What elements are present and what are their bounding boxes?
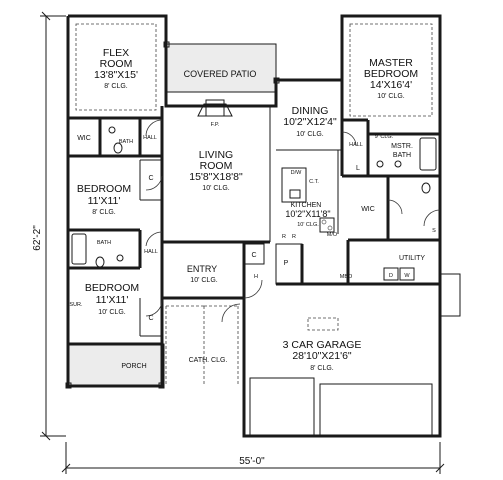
bedroom3-name: BEDROOM [85, 282, 139, 294]
master-clg: 10' CLG. [377, 93, 404, 100]
mbo-label: MBO [340, 274, 353, 280]
mw-label: M/O [327, 232, 338, 238]
wic-label-1: WIC [77, 135, 91, 142]
hall-label-1: HALL [143, 135, 157, 141]
master-name2: BEDROOM [364, 68, 418, 80]
washer-label: W [404, 273, 410, 279]
bedroom2-size: 11'X11' [88, 195, 121, 207]
flex-room-name2: ROOM [100, 58, 133, 70]
garage-name: 3 CAR GARAGE [283, 339, 362, 351]
dryer-label: D [389, 273, 393, 279]
porch-slab [67, 343, 165, 387]
mstr-bath-clg: 9' CLG. [375, 134, 394, 140]
fixtures [71, 126, 437, 268]
dining-size: 10'2"X12'4" [283, 116, 337, 128]
bedroom3-size: 11'X11' [96, 294, 129, 306]
depth-dimension: 62'-2" [32, 225, 43, 251]
flex-room-size: 13'8"X15' [94, 69, 138, 81]
living-name2: ROOM [200, 160, 233, 172]
ref-label-2: R [292, 234, 296, 240]
entry-name: ENTRY [187, 264, 217, 274]
hall-label-3: HALL [349, 142, 363, 148]
dining-clg: 10' CLG. [296, 131, 323, 138]
coat-closet-label: C [251, 252, 256, 259]
mstr-bath-name2: BATH [393, 152, 411, 159]
closet-label: C [148, 175, 153, 182]
bedroom2-clg: 8' CLG. [92, 209, 116, 216]
bath-label-1: BATH [119, 139, 133, 145]
width-dimension: 55'-0" [239, 456, 265, 467]
garage-size: 28'10"X21'6" [292, 350, 352, 362]
linen-label: L [356, 165, 360, 172]
kitchen-name: KITCHEN [291, 202, 322, 209]
patio-name: COVERED PATIO [184, 69, 257, 79]
ct-label: C.T. [309, 179, 319, 185]
wic-label-2: WIC [361, 206, 375, 213]
kitchen-clg: 10' CLG. [297, 222, 319, 228]
hall-label-2: HALL [144, 249, 158, 255]
fp-label: F.P. [211, 122, 220, 128]
garage-clg: 8' CLG. [310, 365, 334, 372]
bedroom3-clg: 10' CLG. [98, 309, 125, 316]
door-swings [145, 119, 441, 323]
bath-label-2: BATH [97, 240, 111, 246]
entry-clg: 10' CLG. [190, 277, 217, 284]
ref-label: R [282, 234, 286, 240]
closet-label-3: C [148, 315, 153, 322]
hvac-label: H [254, 274, 258, 280]
porch-name: PORCH [121, 363, 146, 370]
interior-walls [68, 16, 461, 346]
dimension-lines [40, 11, 445, 474]
flex-room-name: FLEX [103, 47, 129, 59]
living-size: 15'8"X18'8" [189, 171, 243, 183]
covered-patio-slab [165, 43, 277, 93]
cath-clg: CATH. CLG. [189, 357, 228, 364]
pantry-label: P [284, 260, 289, 267]
bedroom2-name: BEDROOM [77, 183, 131, 195]
ceiling-outlines [75, 23, 433, 386]
s-label: S [432, 228, 436, 234]
master-size: 14'X16'4' [370, 79, 412, 91]
fireplace-icon [197, 99, 233, 117]
flex-room-clg: 8' CLG. [104, 83, 128, 90]
sur-label: SUR. [69, 302, 83, 308]
dw-label: D/W [291, 170, 303, 176]
kitchen-size: 10'2"X11'8" [285, 209, 330, 219]
living-clg: 10' CLG. [202, 185, 229, 192]
living-name: LIVING [199, 149, 233, 161]
utility-name: UTILITY [399, 255, 425, 262]
master-name: MASTER [369, 57, 413, 69]
dining-name: DINING [292, 105, 329, 117]
mstr-bath-name: MSTR. [391, 143, 413, 150]
garage-doors [249, 377, 433, 437]
